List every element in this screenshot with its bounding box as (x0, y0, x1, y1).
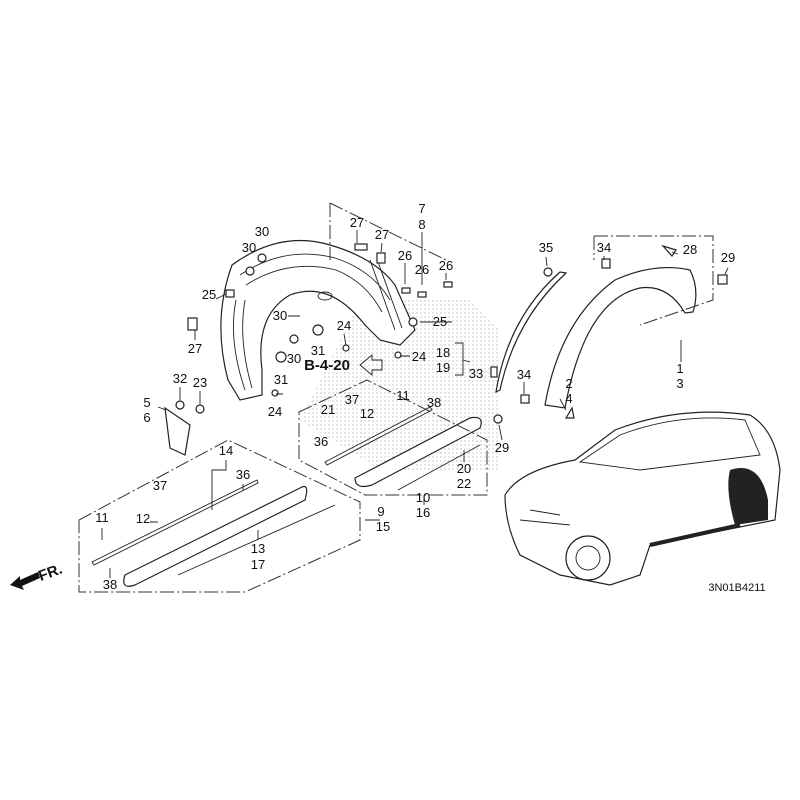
fasteners (164, 243, 728, 456)
watermark-stipple (300, 300, 500, 470)
callout: 16 (416, 505, 430, 520)
callout: 35 (539, 240, 553, 255)
callout: 8 (418, 217, 425, 232)
callout: 24 (412, 349, 426, 364)
callout: 11 (95, 510, 109, 525)
callout: 10 (416, 490, 430, 505)
callout: 26 (439, 258, 453, 273)
callout: 30 (242, 240, 256, 255)
callout: 2 (565, 376, 572, 391)
callout: 6 (143, 410, 150, 425)
callout: 27 (350, 215, 364, 230)
reference-arrow-icon (359, 354, 383, 376)
arch-moldings (495, 266, 697, 409)
callout: 21 (321, 402, 335, 417)
callout: 25 (202, 287, 216, 302)
callout: 3 (676, 376, 683, 391)
callout: 29 (495, 440, 509, 455)
callout: 29 (721, 250, 735, 265)
callout: 30 (255, 224, 269, 239)
callout: 38 (103, 577, 117, 592)
callout-labels: 30 30 25 27 27 27 7 8 26 26 26 30 24 31 … (36, 201, 765, 594)
callout: 5 (143, 395, 150, 410)
callout: 19 (436, 360, 450, 375)
callout: 36 (236, 467, 250, 482)
callout: 17 (251, 557, 265, 572)
callout: 25 (433, 314, 447, 329)
callout: 9 (377, 504, 384, 519)
callout: 14 (219, 443, 233, 458)
callout: 33 (469, 366, 483, 381)
callout: 23 (193, 375, 207, 390)
side-garnish-rear (324, 406, 482, 491)
callout: 18 (436, 345, 450, 360)
callout: 26 (398, 248, 412, 263)
leader-lines (101, 230, 729, 578)
callout: 22 (457, 476, 471, 491)
callout: 27 (188, 341, 202, 356)
callout: 28 (683, 242, 697, 257)
callout: 11 (396, 388, 410, 403)
callout: 12 (136, 511, 150, 526)
callout: 24 (337, 318, 351, 333)
callout: 36 (314, 434, 328, 449)
callout: 13 (251, 541, 265, 556)
direction-label: FR. (36, 561, 65, 585)
callout: 34 (517, 367, 531, 382)
callout: 34 (597, 240, 611, 255)
callout: 32 (173, 371, 187, 386)
callout: 12 (360, 406, 374, 421)
callout: 38 (427, 395, 441, 410)
reference-section-link[interactable]: B-4-20 (304, 357, 350, 374)
fender-liner (220, 239, 416, 401)
callout: 24 (268, 404, 282, 419)
callout: 20 (457, 461, 471, 476)
callout: 4 (565, 391, 572, 406)
callout: 37 (345, 392, 359, 407)
callout: 1 (676, 361, 683, 376)
drawing-code: 3N01B4211 (708, 582, 765, 594)
callout: 26 (415, 262, 429, 277)
callout: 27 (375, 227, 389, 242)
callout: 30 (287, 351, 301, 366)
callout: 15 (376, 519, 390, 534)
callout: 37 (153, 478, 167, 493)
vehicle-illustration (504, 411, 781, 586)
callout: 7 (418, 201, 425, 216)
callout: 31 (274, 372, 288, 387)
callout: 30 (273, 308, 287, 323)
front-direction-arrow-icon (10, 572, 40, 590)
side-garnish-front (91, 479, 336, 587)
callout: 31 (311, 343, 325, 358)
